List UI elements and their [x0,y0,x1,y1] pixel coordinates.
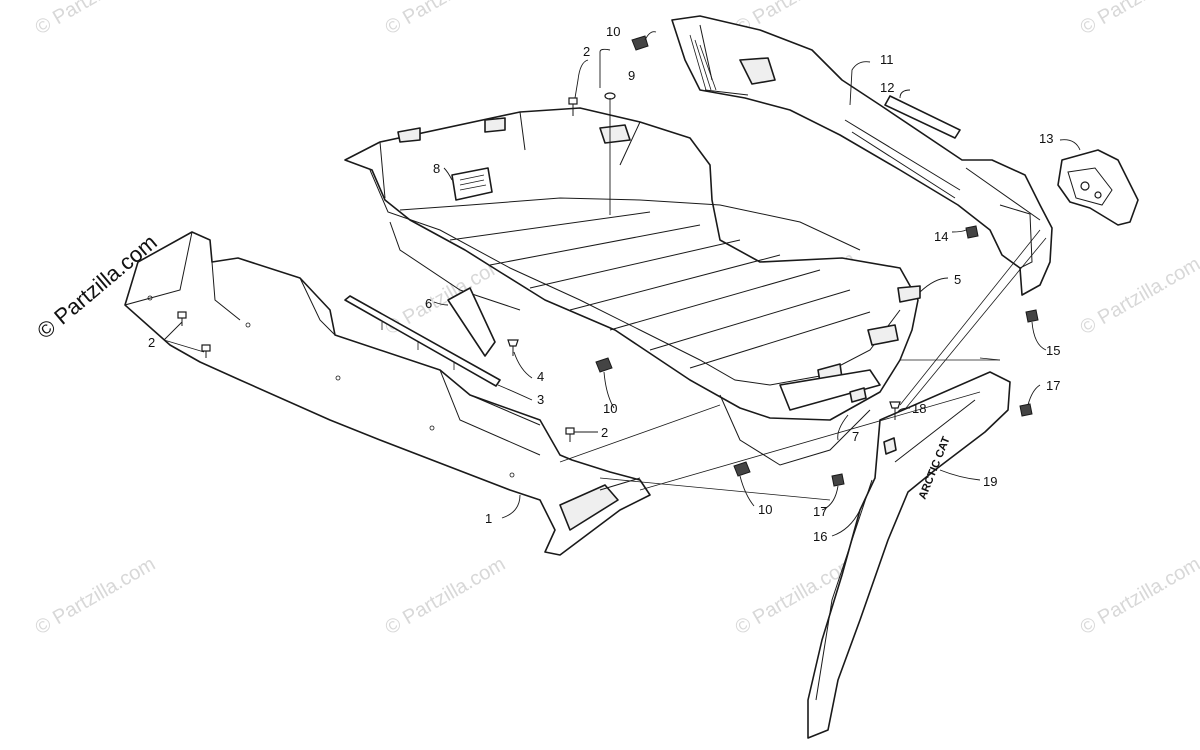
callout-4: 4 [537,369,544,384]
callout-3: 3 [537,392,544,407]
hardware-fasteners [177,35,1039,487]
part-1-left-rail [124,231,651,556]
watermark: © Partzilla.com [1077,253,1200,339]
callout-2: 2 [148,335,155,350]
callout-2: 2 [601,425,608,440]
callout-19: 19 [983,474,997,489]
callout-17: 17 [813,504,827,519]
callout-10: 10 [606,24,620,39]
callout-11: 11 [880,52,894,67]
callout-18: 18 [912,401,926,416]
callout-5: 5 [954,272,961,287]
part-16-rear-fender [807,371,1011,739]
callout-14: 14 [934,229,948,244]
callout-1: 1 [485,511,492,526]
callout-2: 2 [583,44,590,59]
part-13-tail-bracket [1057,149,1139,226]
callout-7: 7 [852,429,859,444]
watermark: © Partzilla.com [382,553,510,639]
callout-10: 10 [603,401,617,416]
callout-9: 9 [628,68,635,83]
part-7-rear-panel [779,369,881,411]
callout-15: 15 [1046,343,1060,358]
watermark: © Partzilla.com [32,0,160,39]
callout-8: 8 [433,161,440,176]
callout-16: 16 [813,529,827,544]
assembly-lines [559,229,1047,501]
watermark: © Partzilla.com [382,0,510,39]
part-8-warning-decal [451,167,493,201]
watermark: © Partzilla.com [1077,553,1200,639]
part-9-plug [604,92,616,215]
callout-13: 13 [1039,131,1053,146]
watermark: © Partzilla.com [1077,0,1200,39]
callout-labels: 1 2 2 2 3 4 5 6 7 8 9 10 10 10 11 12 13 … [148,24,1060,544]
part-11-right-upper-rail [671,15,1053,296]
callout-10: 10 [758,502,772,517]
part-3-trim-strip [344,295,501,387]
callout-6: 6 [425,296,432,311]
watermark: © Partzilla.com [32,553,160,639]
callout-leaders [163,31,1081,537]
part-12-decal [884,95,961,139]
part-6-decal [447,287,496,357]
callout-12: 12 [880,80,894,95]
callout-17: 17 [1046,378,1060,393]
